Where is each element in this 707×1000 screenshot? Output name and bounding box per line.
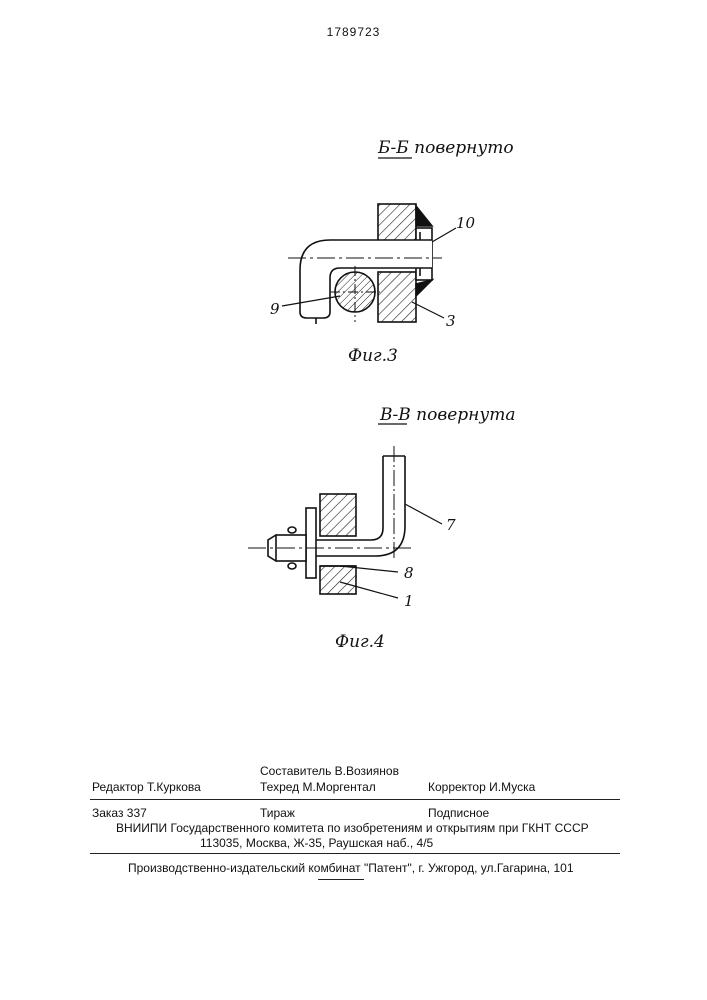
imprint-editor: Редактор Т.Куркова (92, 780, 201, 794)
imprint-compiler: Составитель В.Возиянов (260, 764, 399, 778)
imprint-subscription: Подписное (428, 806, 489, 820)
figure4-callout-7: 7 (446, 516, 456, 534)
imprint-institution: ВНИИПИ Государственного комитета по изоб… (116, 821, 589, 835)
figure3-drawing (282, 204, 456, 324)
figure3-section-title: Б-Б повернуто (378, 138, 514, 158)
figure4-callout-1: 1 (404, 592, 414, 610)
imprint-techred: Техред М.Моргентал (260, 780, 376, 794)
imprint-order: Заказ 337 (92, 806, 147, 820)
figure3-callout-10: 10 (456, 214, 475, 232)
imprint-rule-top (90, 799, 620, 800)
figure4-section-title: В-В повернута (380, 405, 515, 425)
figure3-caption: Фиг.3 (348, 346, 398, 366)
imprint-rule-short (318, 879, 364, 880)
figure4-caption: Фиг.4 (335, 632, 385, 652)
imprint-circulation: Тираж (260, 806, 295, 820)
imprint-corrector: Корректор И.Муска (428, 780, 535, 794)
figure3-callout-3: 3 (446, 312, 456, 330)
imprint-publisher: Производственно-издательский комбинат "П… (128, 861, 574, 875)
imprint-rule-middle (90, 853, 620, 854)
figure3-callout-9: 9 (270, 300, 280, 318)
figure4-callout-8: 8 (404, 564, 414, 582)
imprint-address: 113035, Москва, Ж-35, Раушская наб., 4/5 (200, 836, 433, 850)
